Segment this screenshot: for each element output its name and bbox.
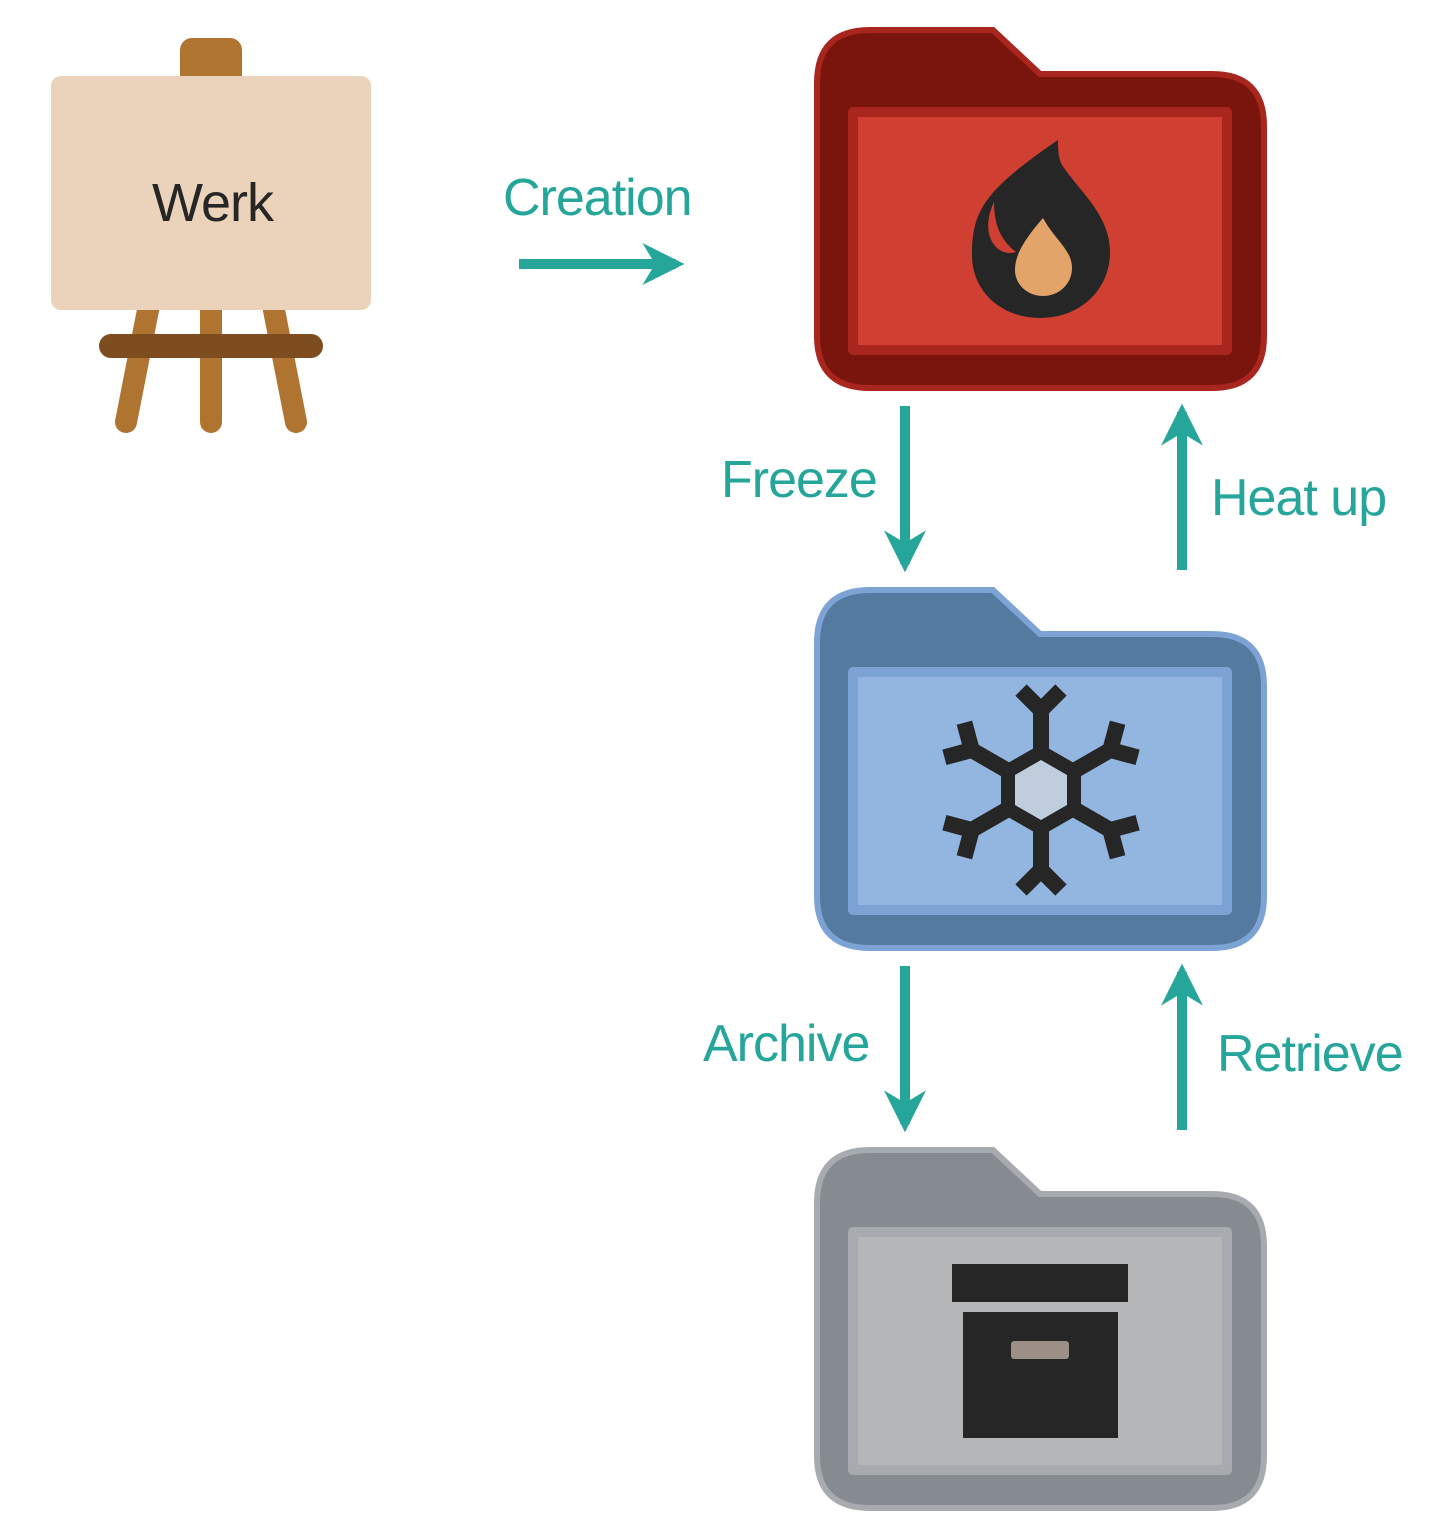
folder-cold (814, 587, 1267, 951)
heat-up-label: Heat up (1211, 469, 1387, 527)
archive-box-icon (952, 1264, 1128, 1438)
easel-canvas-board (51, 76, 371, 310)
creation-label: Creation (503, 169, 693, 227)
flame-icon (972, 140, 1110, 318)
easel-label: Werk (152, 173, 274, 233)
easel-right-leg (261, 289, 307, 433)
easel (51, 38, 371, 433)
freeze-label: Freeze (721, 451, 878, 509)
retrieve-label: Retrieve (1217, 1025, 1404, 1083)
archive-label: Archive (703, 1015, 870, 1073)
easel-left-leg (115, 289, 161, 433)
folder-archive (814, 1147, 1267, 1511)
snowflake-icon (942, 684, 1140, 896)
folder-hot (814, 27, 1267, 391)
